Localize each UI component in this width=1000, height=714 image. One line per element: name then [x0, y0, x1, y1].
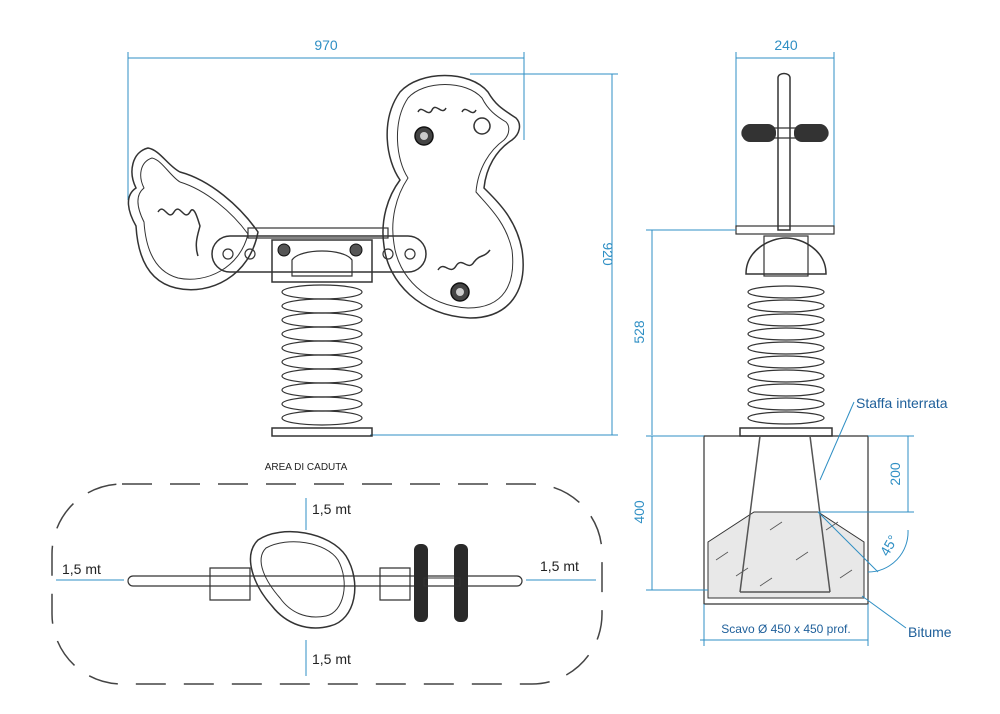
fall-area-outline	[51, 483, 603, 685]
top-mount-right	[379, 567, 411, 601]
side-view: 240 528	[631, 37, 952, 646]
seat-top-plate	[247, 227, 389, 239]
foundation-depth-label: 400	[631, 500, 647, 524]
body-outline	[382, 74, 524, 319]
angle-label: 45°	[876, 532, 900, 558]
head-squiggle-2	[461, 108, 477, 114]
wing-outline	[127, 147, 259, 291]
concrete-block	[707, 511, 865, 599]
top-handle-grip-right	[454, 544, 468, 622]
front-view: 970 920	[127, 37, 618, 437]
front-spring	[281, 284, 363, 426]
top-view: AREA DI CADUTA 1,5 mt 1,5 mt 1,5 mt 1,5 …	[51, 462, 603, 685]
seat-bolt-1	[277, 243, 291, 257]
seat-hole-3	[382, 248, 394, 260]
fall-left-label: 1,5 mt	[62, 561, 101, 577]
handle-grip-left	[742, 124, 776, 142]
bolt-upper-center	[420, 132, 428, 140]
bitumen-leader	[861, 595, 907, 629]
spring-mount	[271, 239, 373, 283]
eye-icon	[473, 117, 491, 135]
top-body-outline	[249, 530, 356, 629]
top-body-inner	[260, 541, 345, 618]
total-width-label: 970	[314, 37, 338, 53]
handle-post	[777, 72, 791, 231]
top-mount-left	[209, 567, 251, 601]
wing-squiggle	[157, 208, 201, 257]
top-handle-link	[423, 577, 461, 587]
top-bar	[127, 575, 523, 587]
buried-bracket-label: Staffa interrata	[856, 395, 948, 411]
bitumen-label: Bitume	[908, 624, 952, 640]
head-squiggle	[417, 106, 447, 114]
seat-height-label: 528	[631, 320, 647, 344]
seat-hole-1	[222, 248, 234, 260]
fall-right-label: 1,5 mt	[540, 558, 579, 574]
fall-area-title: AREA DI CADUTA	[265, 462, 348, 473]
front-base-plate	[271, 427, 373, 437]
anchor-depth-label: 200	[887, 462, 903, 486]
seat-hole-2	[244, 248, 256, 260]
side-mechanism	[745, 237, 827, 275]
wing-inner-outline	[137, 157, 249, 280]
fall-bottom-label: 1,5 mt	[312, 651, 351, 667]
seat-bar	[211, 235, 427, 273]
body-inner-outline	[392, 84, 514, 309]
side-mechanism-block	[763, 235, 809, 277]
seat-hole-4	[404, 248, 416, 260]
handle-grip-right	[794, 124, 828, 142]
spring-mount-inner	[291, 250, 353, 277]
bolt-lower-center	[456, 288, 464, 296]
angle-arc	[867, 529, 909, 573]
top-handle-grip-left	[414, 544, 428, 622]
total-height-label: 920	[600, 242, 616, 266]
side-width-label: 240	[774, 37, 798, 53]
side-base-plate	[739, 427, 833, 437]
bracket-leader	[819, 401, 855, 481]
fall-top-label: 1,5 mt	[312, 501, 351, 517]
excavation-label: Scavo Ø 450 x 450 prof.	[721, 622, 850, 636]
side-spring	[747, 285, 825, 425]
seat-bolt-2	[349, 243, 363, 257]
angle-guide-line	[817, 511, 879, 573]
body-squiggle	[437, 249, 491, 271]
